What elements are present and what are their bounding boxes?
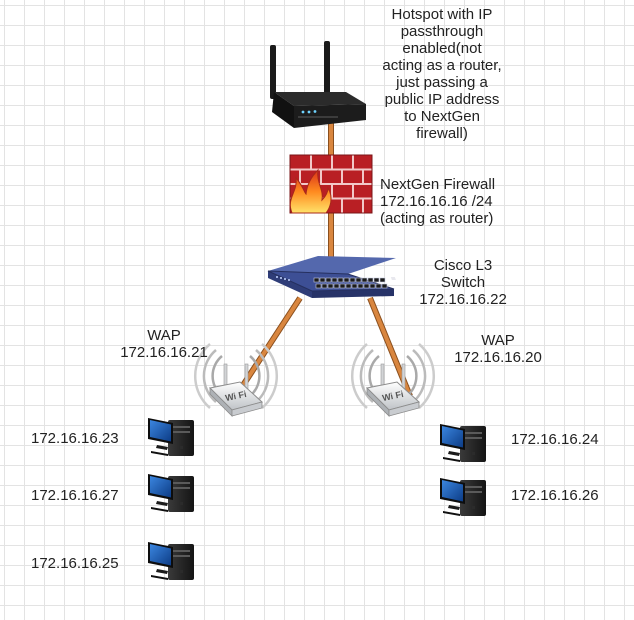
firewall-label: NextGen Firewall 172.16.16.16 /24 (actin… bbox=[380, 176, 496, 227]
router-icon bbox=[270, 41, 366, 128]
computer-icon-right-2 bbox=[440, 478, 486, 516]
computer-icon-left-1 bbox=[148, 418, 194, 456]
firewall-icon bbox=[289, 154, 373, 214]
client-ip-right-2: 172.16.16.26 bbox=[511, 487, 599, 504]
wap-right-label: WAP 172.16.16.20 bbox=[454, 332, 542, 366]
client-ip-left-2: 172.16.16.27 bbox=[31, 487, 119, 504]
client-ip-right-1: 172.16.16.24 bbox=[511, 431, 599, 448]
client-ip-left-1: 172.16.16.23 bbox=[31, 430, 119, 447]
computer-icon-left-3 bbox=[148, 542, 194, 580]
wap-left-label: WAP 172.16.16.21 bbox=[120, 327, 208, 361]
switch-icon bbox=[267, 256, 396, 298]
hotspot-label: Hotspot with IP passthrough enabled(not … bbox=[382, 6, 502, 142]
client-ip-left-3: 172.16.16.25 bbox=[31, 555, 119, 572]
computer-icon-right-1 bbox=[440, 424, 486, 462]
switch-label: Cisco L3 Switch 172.16.16.22 bbox=[419, 257, 507, 308]
computer-icon-left-2 bbox=[148, 474, 194, 512]
